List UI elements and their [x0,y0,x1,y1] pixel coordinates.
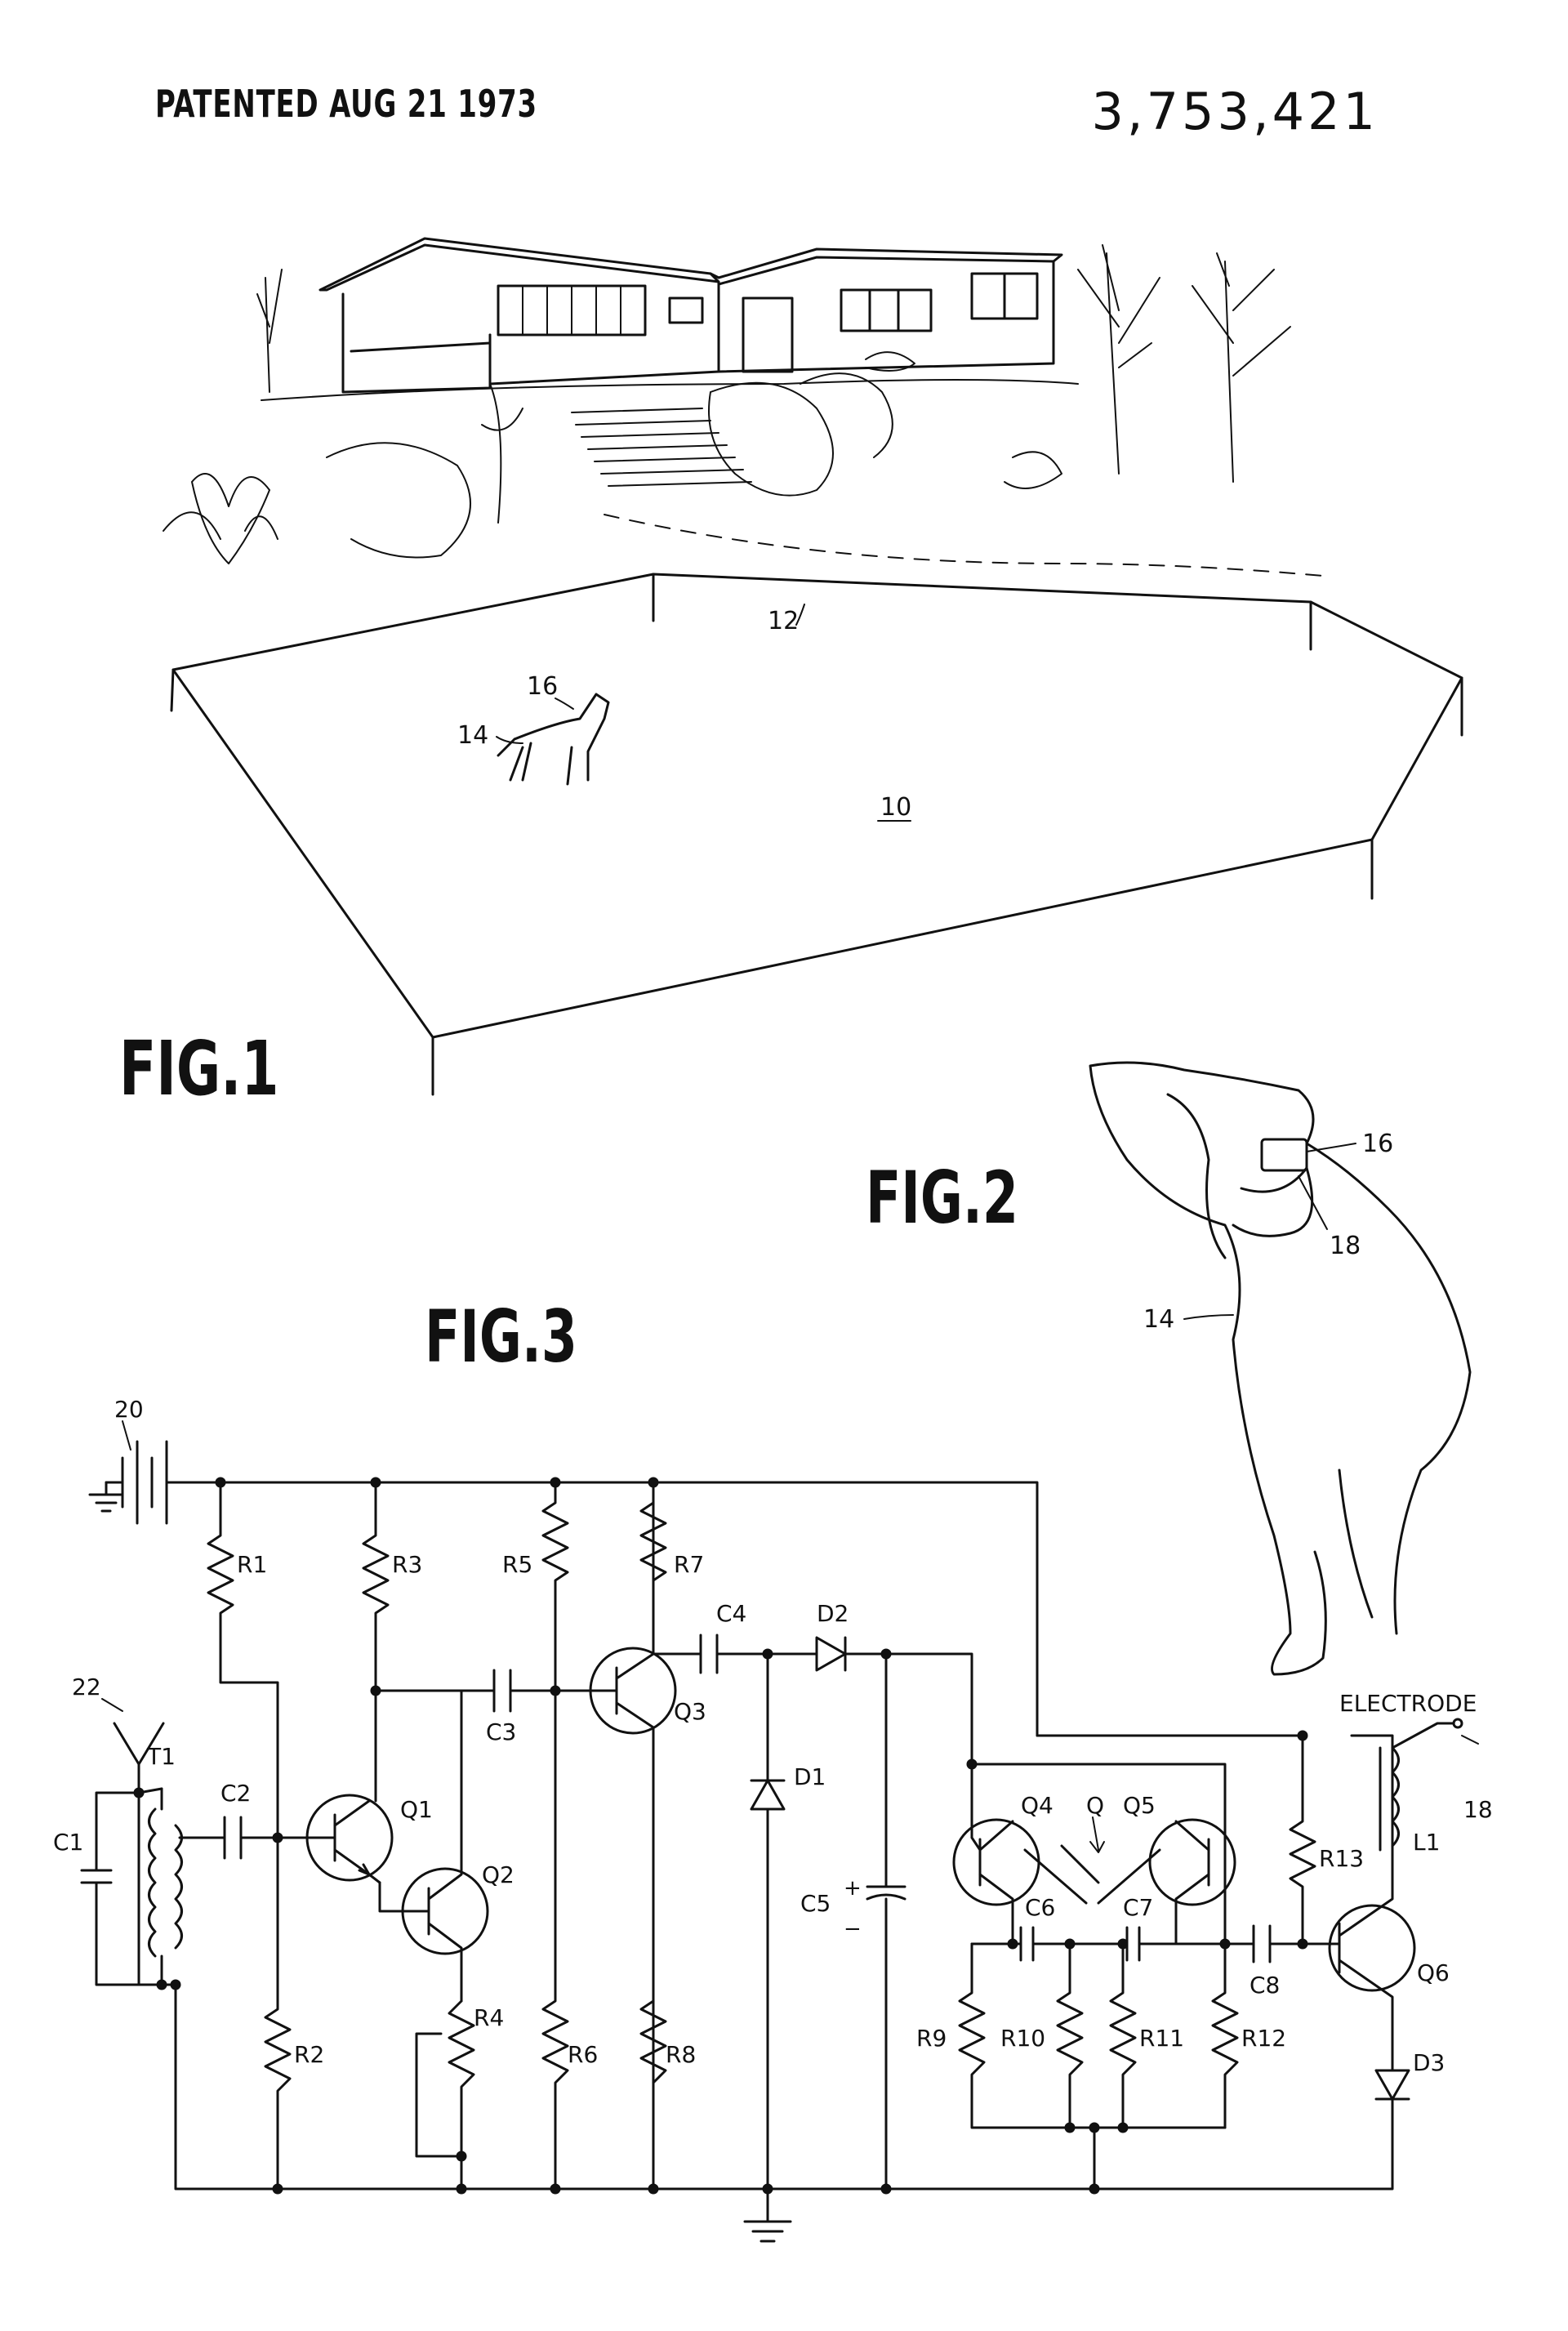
label-r1: R1 [237,1551,267,1578]
ref-12-fig1: 12 [768,607,799,635]
label-c2: C2 [220,1780,251,1807]
house-illustration [261,237,1079,487]
label-c1: C1 [53,1829,83,1856]
label-q1: Q1 [400,1796,433,1823]
collar-unit [1260,1138,1308,1172]
label-r10: R10 [1000,2025,1045,2052]
label-q5: Q5 [1123,1792,1156,1819]
fig3-labels: 20 22 T1 C1 C2 R1 R2 R3 R4 R5 R6 R7 R8 C… [53,1396,1493,2076]
ref-14-fig2: 14 [1143,1305,1174,1334]
c5-minus: − [844,1917,862,1941]
c5-plus: + [844,1876,862,1901]
label-c6: C6 [1025,1894,1055,1921]
label-r6: R6 [568,2041,598,2068]
landscape-trees [163,244,1291,564]
label-r12: R12 [1241,2025,1286,2052]
label-d1: D1 [794,1763,826,1790]
label-d3: D3 [1413,2049,1445,2076]
dog-in-yard [497,693,610,786]
dog-illustration [1089,1061,1472,1676]
boundary-wire [170,573,1463,1096]
ref-14-fig1: 14 [457,721,488,750]
label-r9: R9 [916,2025,947,2052]
ref-22: 22 [72,1674,101,1700]
label-r8: R8 [666,2041,696,2068]
fig2-drawing [1089,1061,1472,1676]
label-r2: R2 [294,2041,324,2068]
ref-18-fig3: 18 [1463,1796,1493,1823]
label-q2: Q2 [482,1861,514,1888]
label-d2: D2 [817,1600,849,1627]
label-q6: Q6 [1417,1959,1450,1986]
label-c5: C5 [800,1890,831,1917]
label-c4: C4 [716,1600,746,1627]
label-electrode: ELECTRODE [1339,1690,1477,1717]
ref-16-fig1: 16 [527,672,558,701]
ref-18-fig2: 18 [1330,1232,1361,1260]
label-c8: C8 [1250,1972,1280,1999]
label-c7: C7 [1123,1894,1153,1921]
fig1-drawing [163,237,1463,1096]
fig1-label: FIG.1 [119,1025,279,1112]
fig3-label: FIG.3 [425,1295,578,1379]
label-l1: L1 [1413,1829,1440,1856]
label-c3: C3 [486,1718,516,1745]
fig3-schematic [80,1420,1479,2243]
label-r4: R4 [474,2004,504,2031]
label-r5: R5 [502,1551,532,1578]
fig2-label: FIG.2 [866,1156,1019,1240]
label-r3: R3 [392,1551,422,1578]
ref-10-fig1: 10 [880,793,911,822]
ref-q: Q [1086,1792,1104,1819]
patented-date: PATENTED AUG 21 1973 [155,82,538,126]
label-r11: R11 [1139,2025,1184,2052]
ref-20: 20 [114,1396,144,1423]
label-q3: Q3 [674,1698,706,1725]
label-r7: R7 [674,1551,704,1578]
ref-16-fig2: 16 [1362,1130,1393,1158]
label-r13: R13 [1319,1845,1364,1872]
label-q4: Q4 [1021,1792,1054,1819]
patent-number: 3,753,421 [1091,82,1379,141]
label-t1: T1 [146,1743,176,1770]
